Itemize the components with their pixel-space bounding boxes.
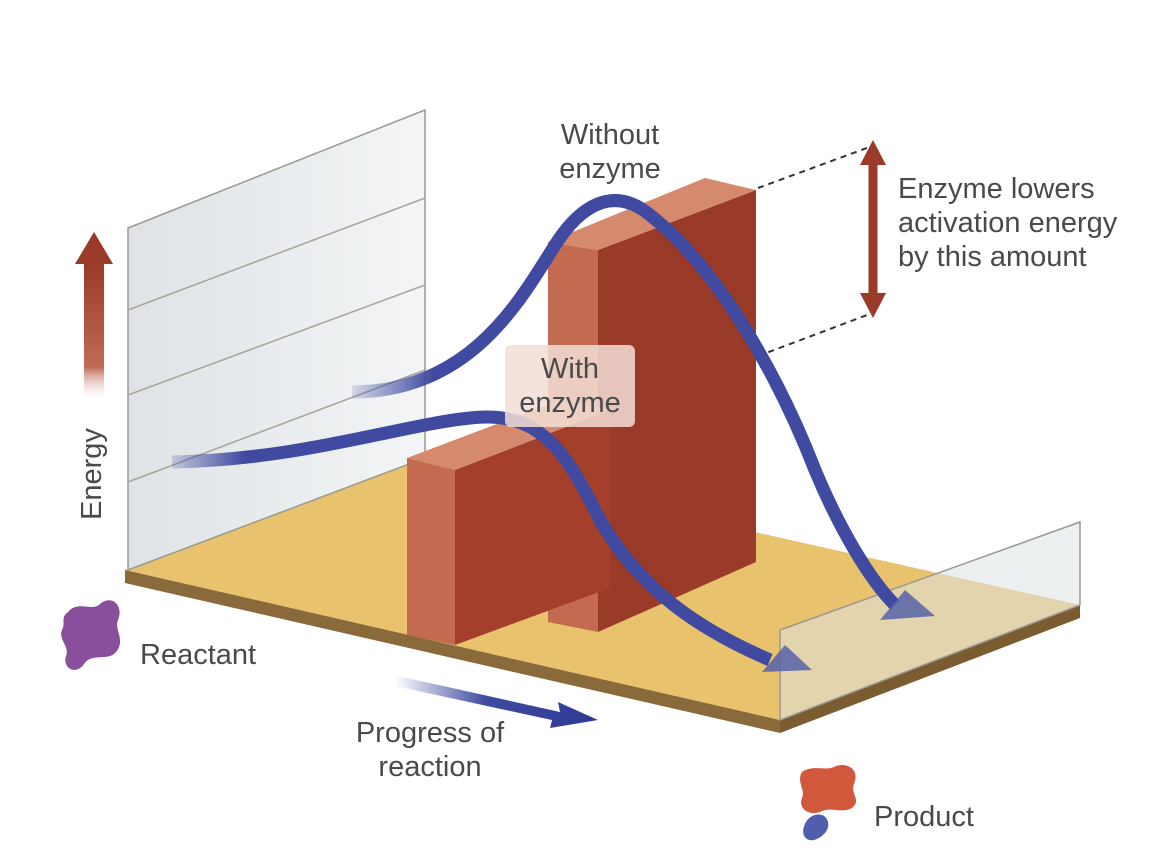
energy-arrow xyxy=(75,232,113,402)
activation-difference-guides xyxy=(757,144,876,357)
activation-difference-arrow xyxy=(860,140,886,318)
curve-with-enzyme xyxy=(171,410,812,672)
progress-line-1: Progress of xyxy=(355,717,505,749)
enzyme-lowers-line-1: Enzyme lowers xyxy=(898,173,1095,205)
product-molecule-blue xyxy=(803,814,829,841)
curve-without-enzyme xyxy=(351,194,935,620)
enzyme-lowers-label: Enzyme lowers activation energy by this … xyxy=(898,172,1158,274)
enzyme-lowers-line-3: by this amount xyxy=(898,241,1087,273)
without-enzyme-line-1: Without xyxy=(560,119,660,151)
with-enzyme-label: With enzyme xyxy=(500,352,640,420)
product-molecule-red xyxy=(800,764,857,814)
product-label: Product xyxy=(874,801,974,833)
with-enzyme-line-2: enzyme xyxy=(519,387,621,419)
enzyme-lowers-line-2: activation energy xyxy=(898,207,1118,239)
energy-axis-label: Energy xyxy=(76,428,108,520)
with-enzyme-label-bg xyxy=(505,345,635,427)
without-enzyme-line-2: enzyme xyxy=(559,153,661,185)
without-enzyme-label: Without enzyme xyxy=(530,118,690,186)
progress-arrow xyxy=(395,676,598,728)
product-wall xyxy=(779,520,1081,722)
progress-label: Progress of reaction xyxy=(330,716,530,784)
progress-line-2: reaction xyxy=(378,751,482,783)
reactant-label: Reactant xyxy=(140,639,257,671)
with-enzyme-line-1: With xyxy=(541,353,599,385)
reactant-molecule xyxy=(61,600,121,670)
